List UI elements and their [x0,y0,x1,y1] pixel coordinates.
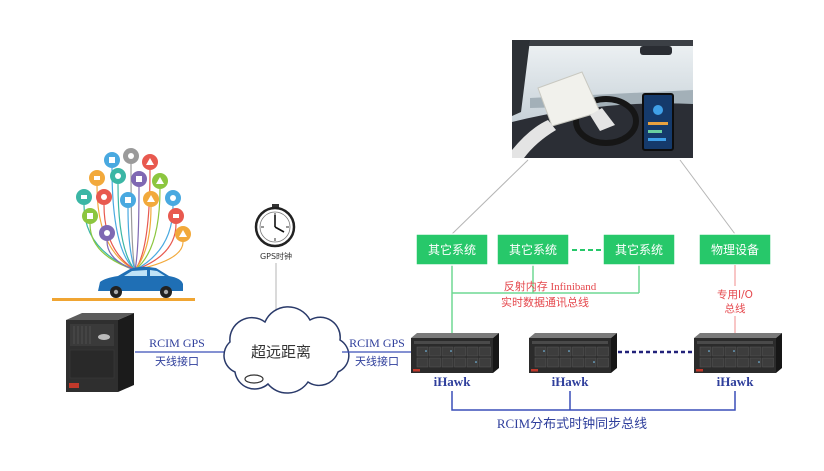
iot-app-icon [175,226,191,242]
system-box-label: 其它系统 [509,242,557,257]
system-box-label: 其它系统 [615,242,663,257]
tree-branch [106,240,136,271]
io-bus-subtitle: 总线 [725,302,746,315]
iot-app-icon [165,190,181,206]
car-window [124,270,147,276]
data-bus-lines [451,265,640,334]
tower-server [66,313,134,392]
server-label: iHawk [434,374,472,389]
iot-app-icon [168,208,184,224]
server-label: iHawk [717,374,755,389]
right-interface-subtitle: 天线接口 [355,354,399,368]
server-label: iHawk [552,374,590,389]
ihawk-server [694,333,782,373]
tree-branch [103,204,136,271]
iot-app-icon [82,208,98,224]
tree-branch [127,207,136,271]
iot-app-icon [96,189,112,205]
iot-app-icon [99,225,115,241]
car-icon [98,266,183,298]
system-box-label: 物理设备 [711,243,759,257]
system-box-3: 其它系统 [602,233,676,266]
photo-link-left [451,159,529,235]
car-body [98,266,183,291]
iot-app-icon [76,189,92,205]
tree-branch [134,186,140,271]
steering-wheel [573,96,639,146]
iot-app-icon [120,192,136,208]
tree-branch [111,167,136,271]
iot-app-icon [89,170,105,186]
server-logo [98,334,110,340]
iot-app-icon [142,154,158,170]
system-box-2: 其它系统 [496,233,570,266]
iot-tree-illustration [52,148,195,301]
iot-app-icon [152,173,168,189]
sync-bus-label: RCIM分布式时钟同步总线 [497,416,647,431]
cloud-shape [223,306,350,394]
ihawk-server [411,333,499,373]
system-box-label: 其它系统 [428,242,476,257]
physical-device-box: 物理设备 [698,233,772,266]
data-bus-title: 反射内存 Infiniband [504,279,597,293]
data-bus-subtitle: 实时数据通讯总线 [501,295,589,309]
iot-app-icon [143,191,159,207]
io-bus-title: 专用I/O [717,288,753,301]
iot-app-icon [110,168,126,184]
iot-app-icon [131,171,147,187]
gps-clock-label: GPS时钟 [260,251,292,261]
left-interface-subtitle: 天线接口 [155,354,199,368]
tree-branch [134,188,161,271]
photo-link-right [679,159,736,235]
left-interface-title: RCIM GPS [149,336,205,350]
clock-icon [254,204,296,248]
cloud-puck [244,374,264,384]
tree-branch [134,206,152,271]
tree-branch [130,163,136,271]
car-window [150,270,165,276]
cloud-label: 超远距离 [251,343,311,361]
ihawk-server [529,333,617,373]
iot-app-icon [104,152,120,168]
iot-app-icon [123,148,139,164]
sync-bus-line [451,391,736,411]
system-box-1: 其它系统 [415,233,489,266]
car-interior-photo [512,40,693,158]
ground-line [52,298,195,301]
rear-mirror [640,46,672,55]
tree-branch [117,183,136,271]
right-interface-title: RCIM GPS [349,336,405,350]
